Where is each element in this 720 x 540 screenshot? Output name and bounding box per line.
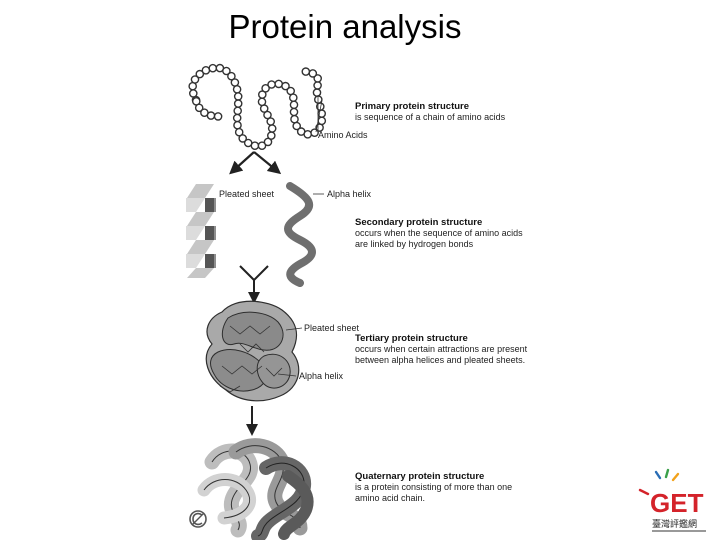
- tertiary-structure-text-2: between alpha helices and pleated sheets…: [355, 355, 525, 365]
- tertiary-sheet-pointer-line: [285, 327, 303, 331]
- amino-acids-label: Amino Acids: [318, 130, 368, 140]
- secondary-alpha-helix-label: Alpha helix: [327, 189, 372, 199]
- amino-acid-bead: [233, 92, 243, 101]
- amino-acid-pointer-line: [315, 99, 323, 133]
- amino-acid-bead: [266, 117, 276, 126]
- quaternary-protein-graphic: [197, 438, 314, 540]
- secondary-structure-heading: Secondary protein structure: [355, 217, 482, 228]
- logo-text: GET: [650, 488, 704, 518]
- amino-acid-bead: [232, 85, 242, 94]
- amino-acid-bead: [312, 88, 322, 97]
- amino-acid-bead: [292, 121, 302, 131]
- amino-acid-bead: [233, 99, 243, 108]
- amino-acid-bead: [257, 141, 267, 150]
- amino-acid-bead: [289, 100, 299, 110]
- quaternary-structure-text-1: is a protein consisting of more than one: [355, 482, 512, 492]
- amino-acid-bead: [233, 120, 242, 130]
- tertiary-structure-text-1: occurs when certain attractions are pres…: [355, 344, 528, 354]
- amino-acid-bead: [206, 111, 216, 120]
- amino-acid-bead: [194, 103, 204, 113]
- quaternary-structure-heading: Quaternary protein structure: [355, 471, 484, 482]
- copyright-mark-icon: [189, 510, 207, 528]
- amino-acid-bead: [222, 66, 231, 76]
- secondary-structure-text-2: are linked by hydrogen bonds: [355, 239, 474, 249]
- pleated-sheet-graphic: [186, 184, 216, 278]
- amino-acid-bead: [261, 84, 270, 93]
- tertiary-pleated-sheet-label: Pleated sheet: [304, 323, 360, 333]
- amino-acid-bead: [281, 81, 290, 91]
- secondary-structure-text-1: occurs when the sequence of amino acids: [355, 228, 523, 238]
- quaternary-structure-text-2: amino acid chain.: [355, 493, 425, 503]
- amino-acid-bead: [303, 129, 313, 139]
- tertiary-alpha-helix-label: Alpha helix: [299, 371, 344, 381]
- amino-acid-bead: [234, 127, 244, 137]
- primary-structure-text-1: is sequence of a chain of amino acids: [355, 112, 506, 122]
- amino-acid-bead: [238, 134, 247, 143]
- amino-acid-bead: [233, 106, 242, 116]
- amino-acid-bead: [195, 69, 205, 79]
- amino-acid-bead: [267, 124, 277, 133]
- amino-acid-bead: [308, 69, 318, 78]
- amino-acid-bead: [313, 81, 322, 90]
- amino-acid-bead: [288, 93, 298, 102]
- tertiary-structure-heading: Tertiary protein structure: [355, 333, 468, 344]
- amino-acid-bead: [208, 63, 218, 73]
- tertiary-folded-protein-graphic: [205, 300, 300, 402]
- amino-acid-bead: [213, 112, 223, 121]
- amino-acid-bead: [232, 113, 242, 123]
- tertiary-helix-pointer-line: [277, 373, 297, 377]
- amino-acid-bead: [267, 80, 276, 89]
- amino-acid-bead: [266, 131, 276, 140]
- amino-acid-chain: [188, 63, 327, 150]
- merge-arrows: [239, 265, 269, 304]
- alpha-helix-graphic: [284, 182, 316, 287]
- amino-acid-bead: [263, 110, 272, 120]
- amino-acid-bead: [317, 116, 327, 126]
- amino-acid-bead: [301, 67, 311, 76]
- amino-acid-bead: [190, 75, 200, 84]
- logo-subtitle: 臺灣評鑑網: [652, 518, 697, 530]
- get-logo: GET 臺灣評鑑網: [638, 468, 706, 532]
- amino-acid-bead: [188, 89, 198, 98]
- amino-acid-bead: [227, 71, 236, 81]
- amino-acid-bead: [289, 107, 299, 117]
- secondary-pleated-sheet-label: Pleated sheet: [219, 189, 275, 199]
- primary-structure-heading: Primary protein structure: [355, 101, 469, 112]
- amino-acid-bead: [250, 141, 260, 150]
- amino-acid-bead: [313, 74, 323, 83]
- slide-title: Protein analysis: [228, 8, 462, 45]
- split-arrows: [229, 151, 282, 175]
- amino-acid-bead: [257, 97, 267, 107]
- amino-acid-bead: [201, 66, 211, 75]
